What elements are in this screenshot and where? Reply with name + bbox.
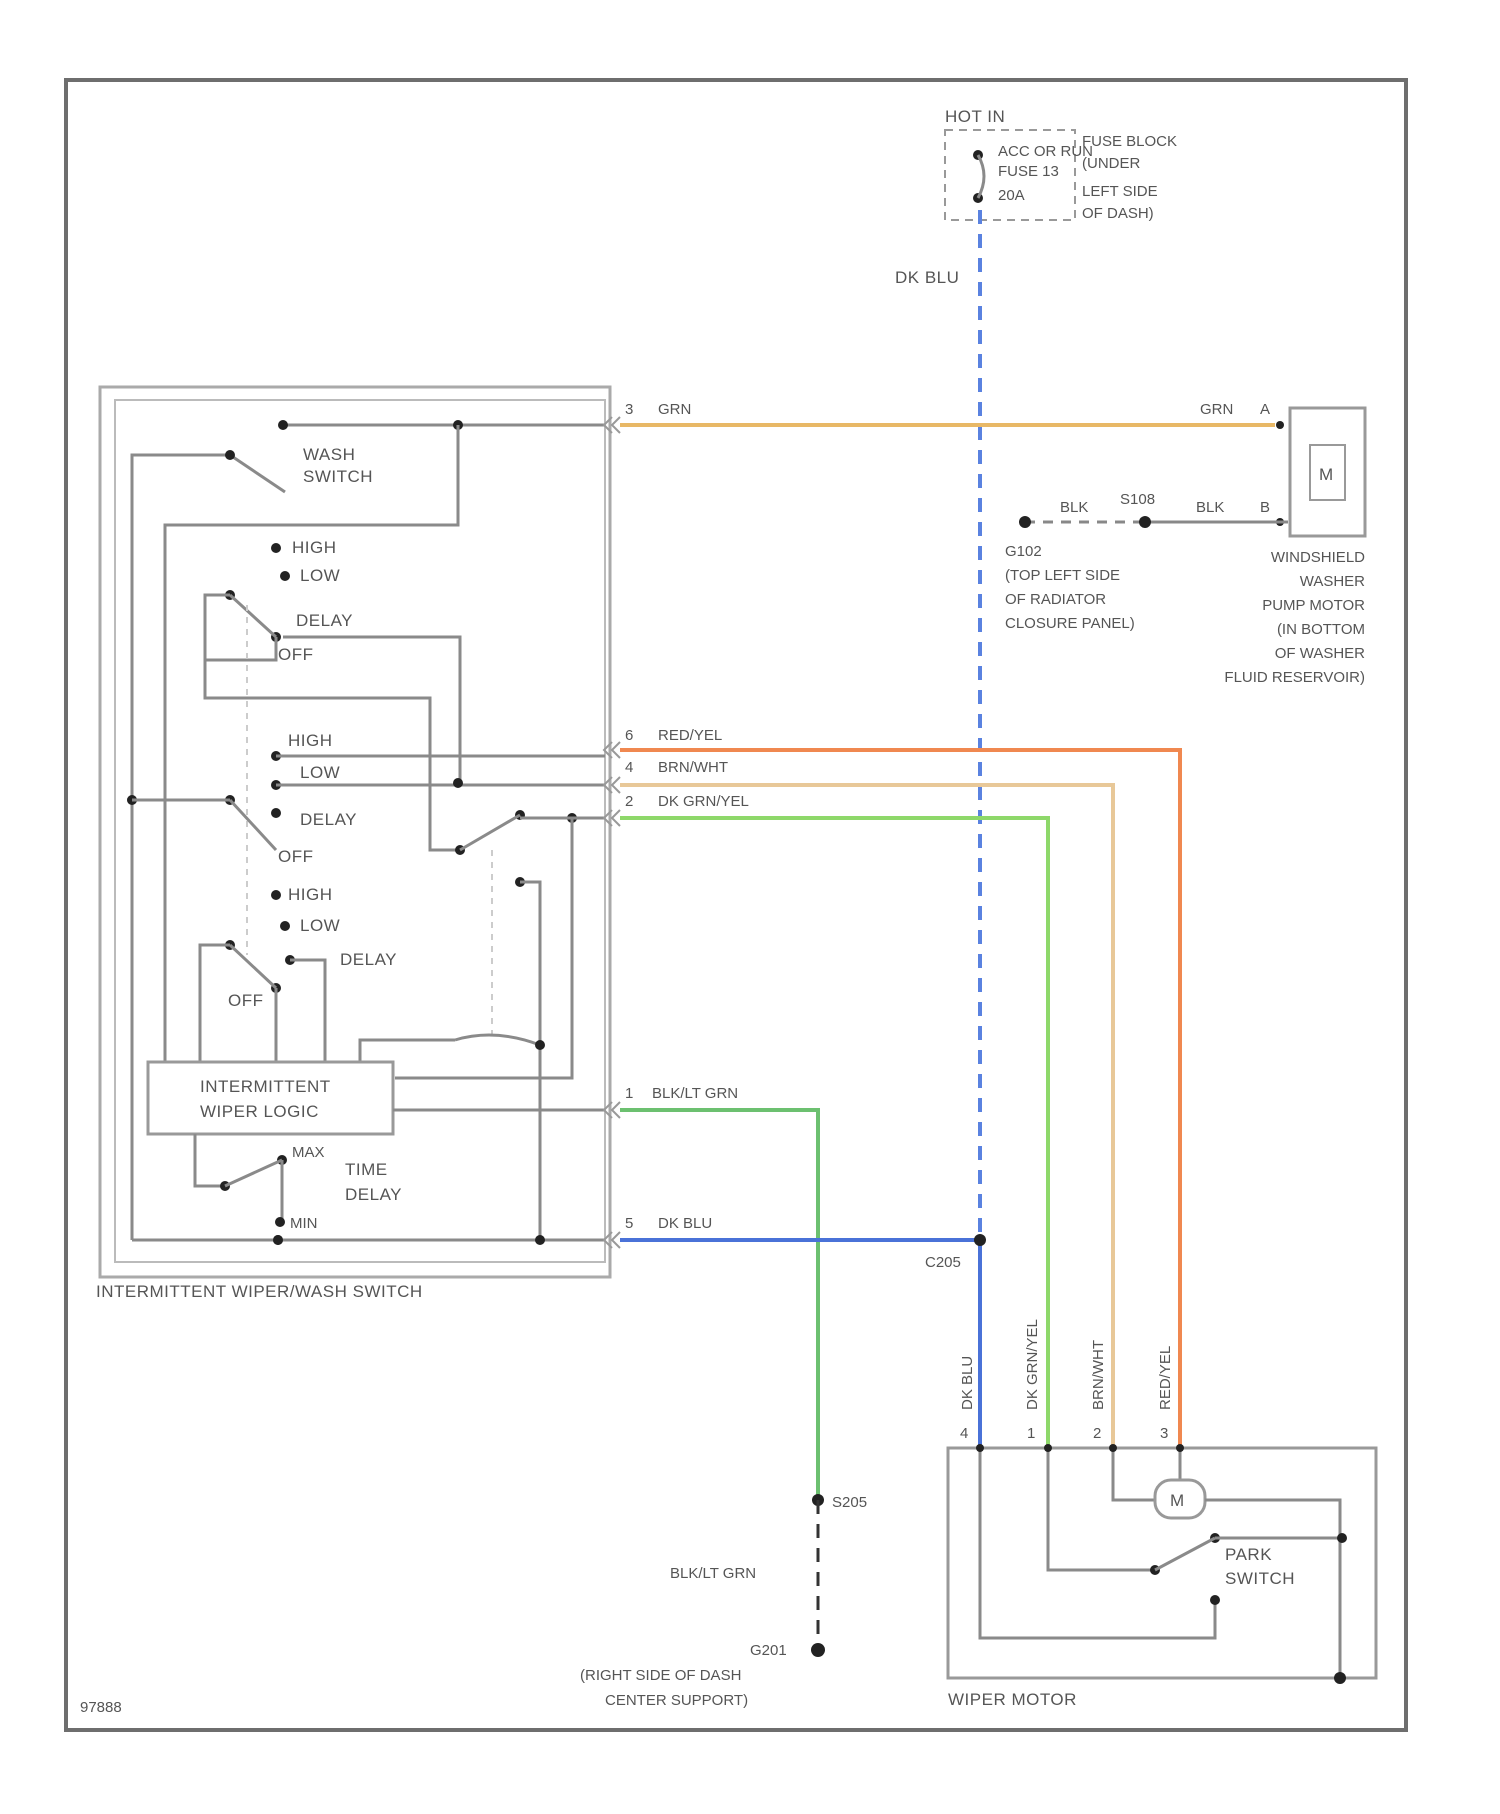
wash-switch-label-1: WASH	[303, 445, 355, 464]
sw3-delay-label: DELAY	[340, 950, 397, 969]
wm-pin-3-color: RED/YEL	[1157, 1346, 1174, 1410]
wm-pin-4-color: DK BLU	[959, 1356, 976, 1410]
hot-in-label: HOT IN	[945, 107, 1005, 126]
wm-pin-3: 3	[1160, 1425, 1168, 1442]
acc-or-run-label: ACC OR RUN	[998, 143, 1093, 160]
pin-3-color: GRN	[658, 401, 691, 418]
pin-6-color: RED/YEL	[658, 727, 722, 744]
pin-3-label: 3	[625, 401, 633, 418]
wm-pin-2: 2	[1093, 1425, 1101, 1442]
pin-4-label: 4	[625, 759, 633, 776]
sw3-low-label: LOW	[300, 916, 340, 935]
ground-circuit: S205 BLK/LT GRN G201 (RIGHT SIDE OF DASH…	[580, 1494, 867, 1709]
logic-label-1: INTERMITTENT	[200, 1077, 331, 1096]
sw1-low-label: LOW	[300, 566, 340, 585]
wm-pin-2-color: BRN/WHT	[1090, 1340, 1107, 1410]
logic-label-2: WIPER LOGIC	[200, 1102, 319, 1121]
pump-name-4: (IN BOTTOM	[1277, 621, 1365, 638]
pin-2-label: 2	[625, 793, 633, 810]
fuse-block-loc-1: FUSE BLOCK	[1082, 133, 1177, 150]
pump-name-6: FLUID RESERVOIR)	[1224, 669, 1365, 686]
fuse-block-loc-4: OF DASH)	[1082, 205, 1154, 222]
pump-pin-b: B	[1260, 499, 1270, 516]
pin-1-color: BLK/LT GRN	[652, 1085, 738, 1102]
g201-label: G201	[750, 1642, 787, 1659]
intermittent-wiper-logic	[148, 1062, 393, 1134]
time-delay-label-2: DELAY	[345, 1185, 402, 1204]
pin-2-color: DK GRN/YEL	[658, 793, 749, 810]
pump-name-5: OF WASHER	[1275, 645, 1365, 662]
wire-dk-grn-yel	[620, 818, 1048, 1448]
park-switch-label-1: PARK	[1225, 1545, 1272, 1564]
pump-pin-a: A	[1260, 401, 1270, 418]
diagram-frame	[66, 80, 1406, 1730]
amps-label: 20A	[998, 187, 1025, 204]
time-delay-label-1: TIME	[345, 1160, 388, 1179]
s205-label: S205	[832, 1494, 867, 1511]
pump-ground-wire-color: BLK	[1060, 499, 1088, 516]
pump-ground-label: G102	[1005, 543, 1042, 560]
ground-wire-color: BLK/LT GRN	[670, 1565, 756, 1582]
fuse-block-loc-2: (UNDER	[1082, 155, 1140, 172]
g201-loc-1: (RIGHT SIDE OF DASH	[580, 1667, 741, 1684]
harness-wires: 3 GRN 6 RED/YEL 4 BRN/WHT 2 DK GRN/YEL 1…	[604, 401, 1275, 1500]
wash-switch-label-2: SWITCH	[303, 467, 373, 486]
pump-splice-label: S108	[1120, 491, 1155, 508]
pump-name-2: WASHER	[1300, 573, 1365, 590]
pump-ground-loc-3: CLOSURE PANEL)	[1005, 615, 1135, 632]
max-label: MAX	[292, 1144, 325, 1161]
wm-pin-1: 1	[1027, 1425, 1035, 1442]
sw1-delay-label: DELAY	[296, 611, 353, 630]
pump-ground-loc-2: OF RADIATOR	[1005, 591, 1106, 608]
park-switch-label-2: SWITCH	[1225, 1569, 1295, 1588]
sw2-high-label: HIGH	[288, 731, 333, 750]
wiper-motor-name: WIPER MOTOR	[948, 1690, 1077, 1709]
wm-pin-4: 4	[960, 1425, 968, 1442]
fuse-label: FUSE 13	[998, 163, 1059, 180]
min-label: MIN	[290, 1215, 318, 1232]
sw3-high-label: HIGH	[288, 885, 333, 904]
pin-4-color: BRN/WHT	[658, 759, 728, 776]
pump-wire-b-color: BLK	[1196, 499, 1224, 516]
pin-5-label: 5	[625, 1215, 633, 1232]
pump-name-1: WINDSHIELD	[1271, 549, 1365, 566]
c205-label: C205	[925, 1254, 961, 1271]
wm-pin-1-color: DK GRN/YEL	[1024, 1319, 1041, 1410]
fuse-block: HOT IN ACC OR RUN FUSE 13 20A FUSE BLOCK…	[945, 107, 1177, 222]
pin-1-label: 1	[625, 1085, 633, 1102]
feed-color-label: DK BLU	[895, 268, 959, 287]
pump-name-3: PUMP MOTOR	[1262, 597, 1365, 614]
pump-ground-loc-1: (TOP LEFT SIDE	[1005, 567, 1120, 584]
sw2-off-label: OFF	[278, 847, 314, 866]
sw2-delay-label: DELAY	[300, 810, 357, 829]
pin-5-color: DK BLU	[658, 1215, 712, 1232]
pin-6-label: 6	[625, 727, 633, 744]
g201-loc-2: CENTER SUPPORT)	[605, 1692, 748, 1709]
wire-dk-blu	[620, 1240, 980, 1448]
pump-wire-a-color: GRN	[1200, 401, 1233, 418]
intermittent-switch-assembly: INTERMITTENT WIPER/WASH SWITCH WASH SWIT…	[96, 387, 610, 1301]
fuse-block-loc-3: LEFT SIDE	[1082, 183, 1158, 200]
wiper-motor: WIPER MOTOR DK BLU DK GRN/YEL BRN/WHT RE…	[948, 1319, 1376, 1709]
sw1-off-label: OFF	[278, 645, 314, 664]
washer-pump-motor: M GRN A B BLK S108 BLK G102 (TOP LEFT SI…	[1005, 401, 1365, 686]
sw3-off-label: OFF	[228, 991, 264, 1010]
pump-motor-symbol: M	[1319, 465, 1334, 484]
switch-assembly-name: INTERMITTENT WIPER/WASH SWITCH	[96, 1282, 423, 1301]
sw2-low-label: LOW	[300, 763, 340, 782]
wire-blk-lt-grn	[620, 1110, 818, 1500]
diagram-id: 97888	[80, 1699, 122, 1716]
wiper-motor-symbol: M	[1170, 1491, 1185, 1510]
sw1-high-label: HIGH	[292, 538, 337, 557]
